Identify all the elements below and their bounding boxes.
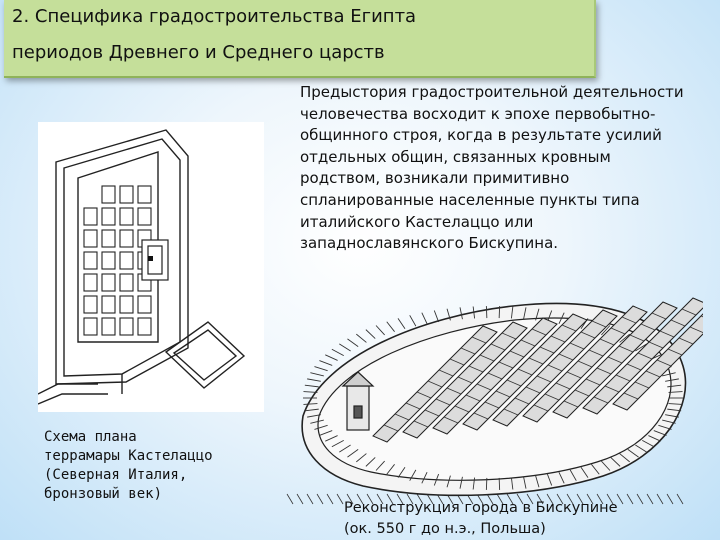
intro-line: западнославянского Бискупина.: [300, 234, 559, 253]
caption-line: террамары Кастелаццо: [44, 448, 213, 464]
intro-line: человечества восходит к эпохе первобытно…: [300, 104, 656, 123]
intro-line: Предыстория градостроительной деятельнос…: [300, 83, 684, 101]
caption-line: Схема плана: [44, 429, 137, 445]
caption-line: бронзовый век): [44, 486, 163, 502]
biskupin-drawing: [286, 296, 720, 505]
intro-line: родством, возникали примитивно: [300, 169, 570, 188]
biskupin-reconstruction-figure: [283, 286, 720, 506]
intro-line: отдельных общин, связанных кровным: [300, 147, 611, 166]
intro-paragraph: Предыстория градостроительной деятельнос…: [300, 82, 714, 255]
biskupin-caption: Реконструкция города в Бискупине (ок. 55…: [344, 498, 714, 540]
intro-line: италийского Кастелаццо или: [300, 212, 534, 231]
castelazzo-caption: Схема плана террамары Кастелаццо (Северн…: [44, 428, 284, 504]
title-banner: 2. Специфика градостроительства Египта п…: [4, 0, 596, 78]
intro-line: общинного строя, когда в результате усил…: [300, 126, 662, 145]
intro-line: спланированные населенные пункты типа: [300, 190, 640, 209]
castelazzo-plan-figure: [37, 122, 264, 412]
caption-line: (Северная Италия,: [44, 467, 188, 483]
slide-title-line-2: периодов Древнего и Среднего царств: [12, 42, 385, 63]
caption-line: Реконструкция города в Бискупине: [344, 500, 618, 516]
caption-line: (ок. 550 г до н.э., Польша): [344, 521, 546, 537]
slide-title-line-1: 2. Специфика градостроительства Египта: [12, 6, 417, 27]
castelazzo-plan-drawing: [37, 129, 246, 405]
